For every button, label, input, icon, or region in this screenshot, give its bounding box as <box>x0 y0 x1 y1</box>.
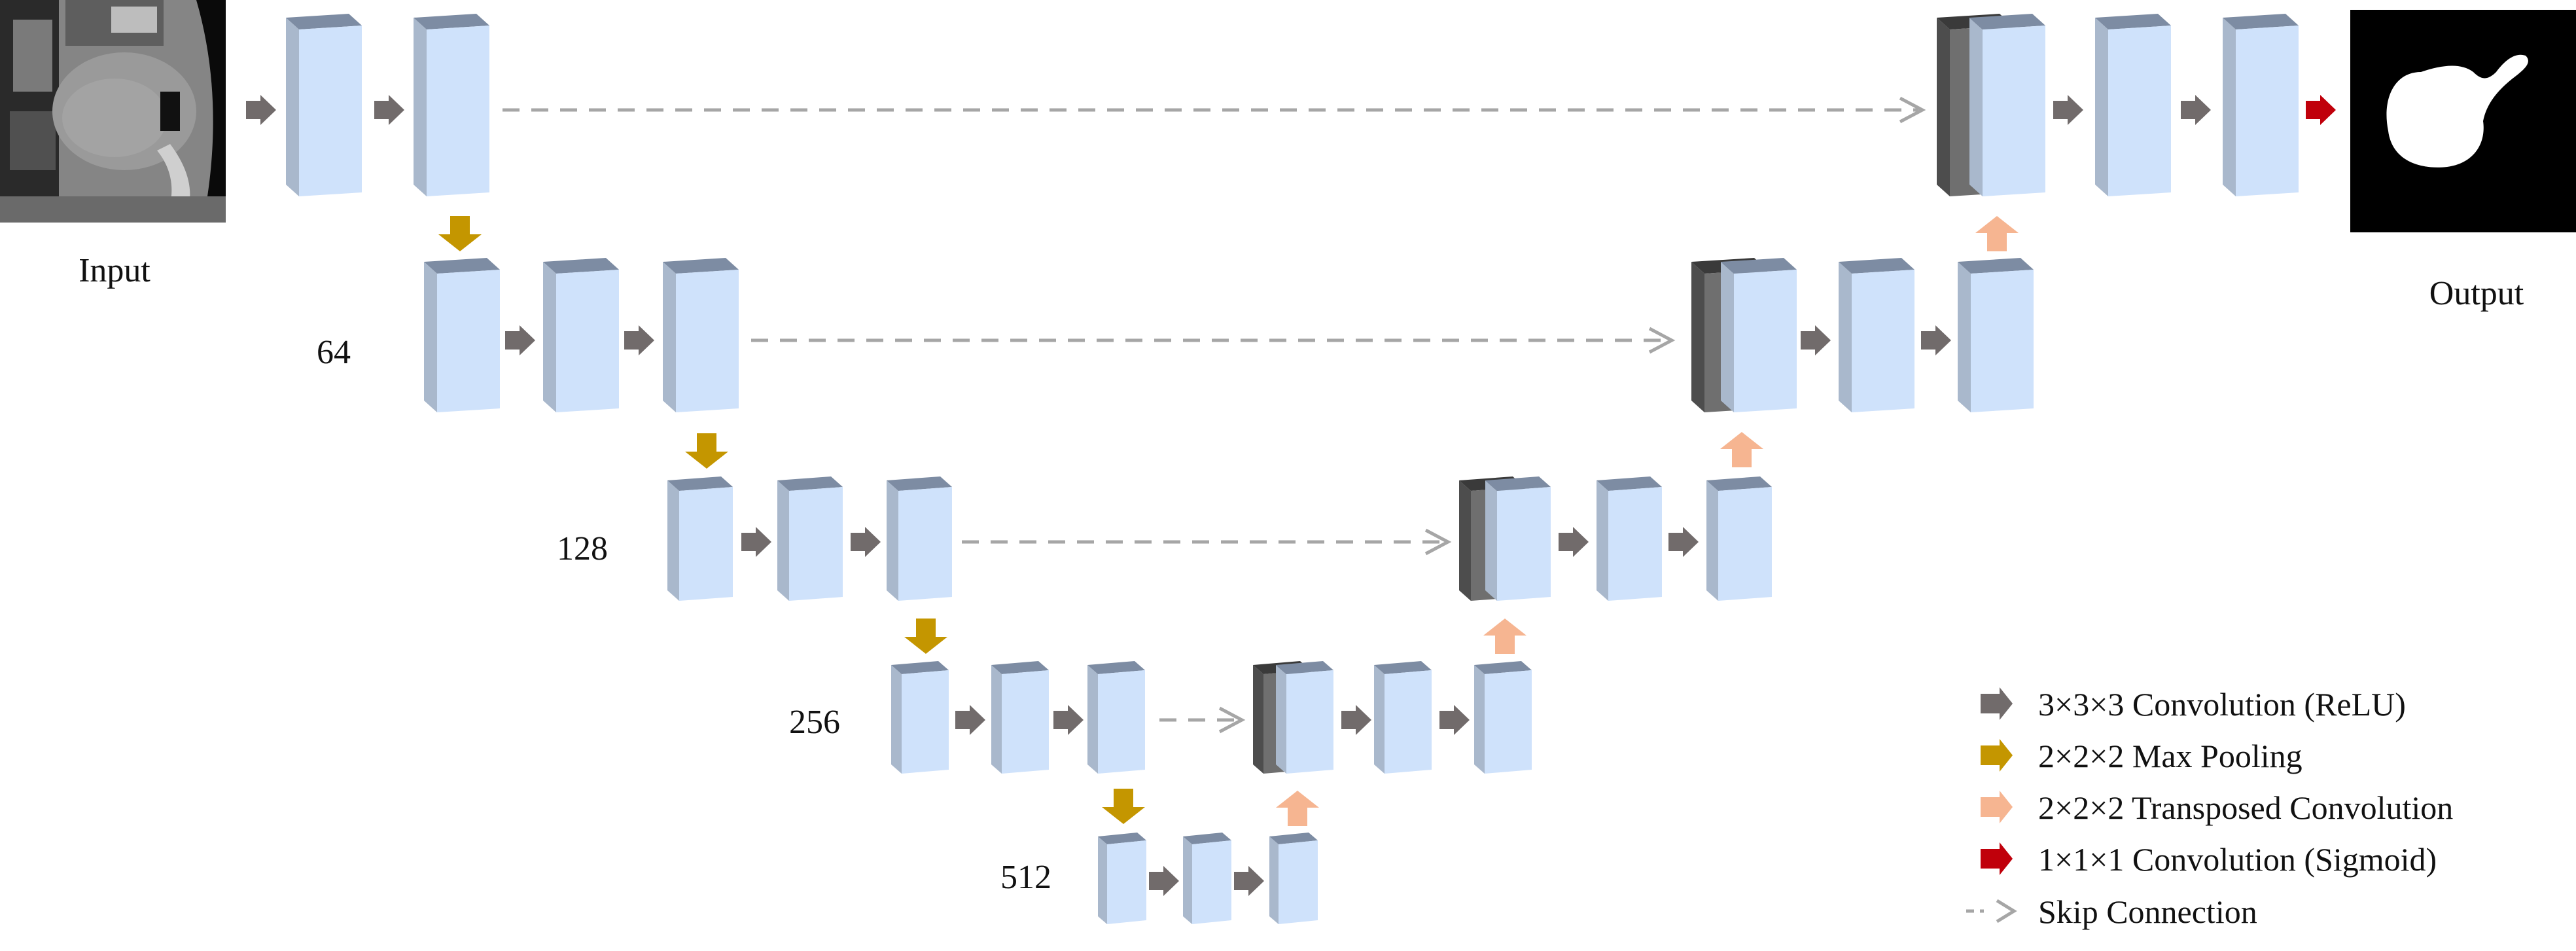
conv-arrow-e3-2 <box>851 527 881 557</box>
conv-arrow-e1-1 <box>246 95 276 125</box>
legend-label-skip: Skip Connection <box>2038 893 2257 930</box>
encoder-2-block-2 <box>543 258 619 412</box>
pool-arrow-1-2 <box>438 216 482 251</box>
red-arrow-icon <box>1981 842 2013 875</box>
channel-label-256: 256 <box>789 704 840 741</box>
legend-item-transposed-conv: 2×2×2 Transposed Convolution <box>1981 789 2453 826</box>
decoder-1-block-1 <box>1969 14 2045 196</box>
decoder-3-block-1 <box>1485 476 1551 601</box>
legend-label-convolution: 3×3×3 Convolution (ReLU) <box>2038 686 2406 723</box>
pool-arrow-3-4 <box>904 619 947 654</box>
legend-item-max-pooling: 2×2×2 Max Pooling <box>1981 738 2303 774</box>
legend-item-sigmoid: 1×1×1 Convolution (Sigmoid) <box>1981 841 2437 878</box>
conv-arrow-d3-2 <box>1668 527 1699 557</box>
input-ct-image <box>0 0 226 223</box>
conv-arrow-e2-2 <box>624 325 654 355</box>
bottleneck-block-1 <box>1098 833 1146 924</box>
gray-arrow-icon <box>1981 687 2013 720</box>
encoder-2-block-3 <box>663 258 739 412</box>
channel-label-128: 128 <box>557 530 608 567</box>
decoder-3-block-2 <box>1597 476 1662 601</box>
output-caption: Output <box>2429 275 2524 312</box>
encoder-1-block-1 <box>286 14 362 196</box>
peach-up-arrow-icon <box>1981 791 2013 823</box>
legend-item-skip: Skip Connection <box>1966 893 2257 930</box>
upconv-arrow-2-1 <box>1975 216 2019 251</box>
decoder-2-block-3 <box>1958 258 2034 412</box>
conv-arrow-d2-1 <box>1801 325 1831 355</box>
output-mask-image <box>2350 10 2576 232</box>
decoder-1-block-2 <box>2095 14 2171 196</box>
channel-label-512: 512 <box>1000 859 1051 896</box>
bottleneck-block-2 <box>1183 833 1231 924</box>
legend-label-transposed-conv: 2×2×2 Transposed Convolution <box>2038 789 2453 826</box>
encoder-4-block-1 <box>891 661 949 774</box>
skip-connection-2-head <box>1648 327 1676 354</box>
upconv-arrow-4-3 <box>1483 619 1526 654</box>
conv-arrow-d1-2 <box>2181 95 2211 125</box>
bottleneck-block-3 <box>1269 833 1318 924</box>
upconv-arrow-3-2 <box>1720 432 1763 467</box>
conv-arrow-d1-1 <box>2053 95 2083 125</box>
encoder-1-block-2 <box>414 14 489 196</box>
legend-label-sigmoid: 1×1×1 Convolution (Sigmoid) <box>2038 841 2437 878</box>
conv-arrow-d4-1 <box>1341 705 1371 735</box>
conv-arrow-b-1 <box>1149 866 1179 896</box>
conv-arrow-d3-1 <box>1559 527 1589 557</box>
decoder-1-block-3 <box>2223 14 2299 196</box>
decoder-3-block-3 <box>1706 476 1772 601</box>
dashed-arrow-icon <box>1966 899 2017 924</box>
decoder-2-block-2 <box>1839 258 1914 412</box>
skip-connection-4-head <box>1218 706 1246 734</box>
encoder-3-block-2 <box>777 476 843 601</box>
legend-label-max-pooling: 2×2×2 Max Pooling <box>2038 738 2303 774</box>
channel-label-64: 64 <box>317 334 351 371</box>
decoder-4-block-3 <box>1474 661 1532 774</box>
encoder-3-block-3 <box>887 476 952 601</box>
conv-arrow-e4-1 <box>955 705 985 735</box>
conv-arrow-e4-2 <box>1053 705 1084 735</box>
conv-arrow-e2-1 <box>505 325 535 355</box>
encoder-4-block-2 <box>991 661 1049 774</box>
conv-arrow-e3-1 <box>741 527 771 557</box>
sigmoid-arrow <box>2306 95 2336 125</box>
skip-connection-3-head <box>1424 528 1452 556</box>
conv-arrow-d2-2 <box>1921 325 1951 355</box>
legend: 3×3×3 Convolution (ReLU) 2×2×2 Max Pooli… <box>1966 686 2453 930</box>
conv-arrow-e1-2 <box>374 95 404 125</box>
decoder-4-block-1 <box>1276 661 1333 774</box>
decoder-2-block-1 <box>1721 258 1797 412</box>
conv-arrow-d4-2 <box>1439 705 1470 735</box>
gold-down-arrow-icon <box>1981 739 2013 772</box>
pool-arrow-2-3 <box>685 433 728 469</box>
encoder-2-block-1 <box>424 258 500 412</box>
encoder-4-block-3 <box>1087 661 1145 774</box>
conv-arrow-b-2 <box>1234 866 1264 896</box>
encoder-3-block-1 <box>667 476 733 601</box>
network-layers <box>246 14 2336 924</box>
pool-arrow-4-5 <box>1102 789 1145 824</box>
input-caption: Input <box>79 252 150 289</box>
legend-item-convolution: 3×3×3 Convolution (ReLU) <box>1981 686 2406 723</box>
decoder-4-block-2 <box>1374 661 1432 774</box>
upconv-arrow-5-4 <box>1276 791 1319 826</box>
skip-connection-1-head <box>1899 96 1926 124</box>
